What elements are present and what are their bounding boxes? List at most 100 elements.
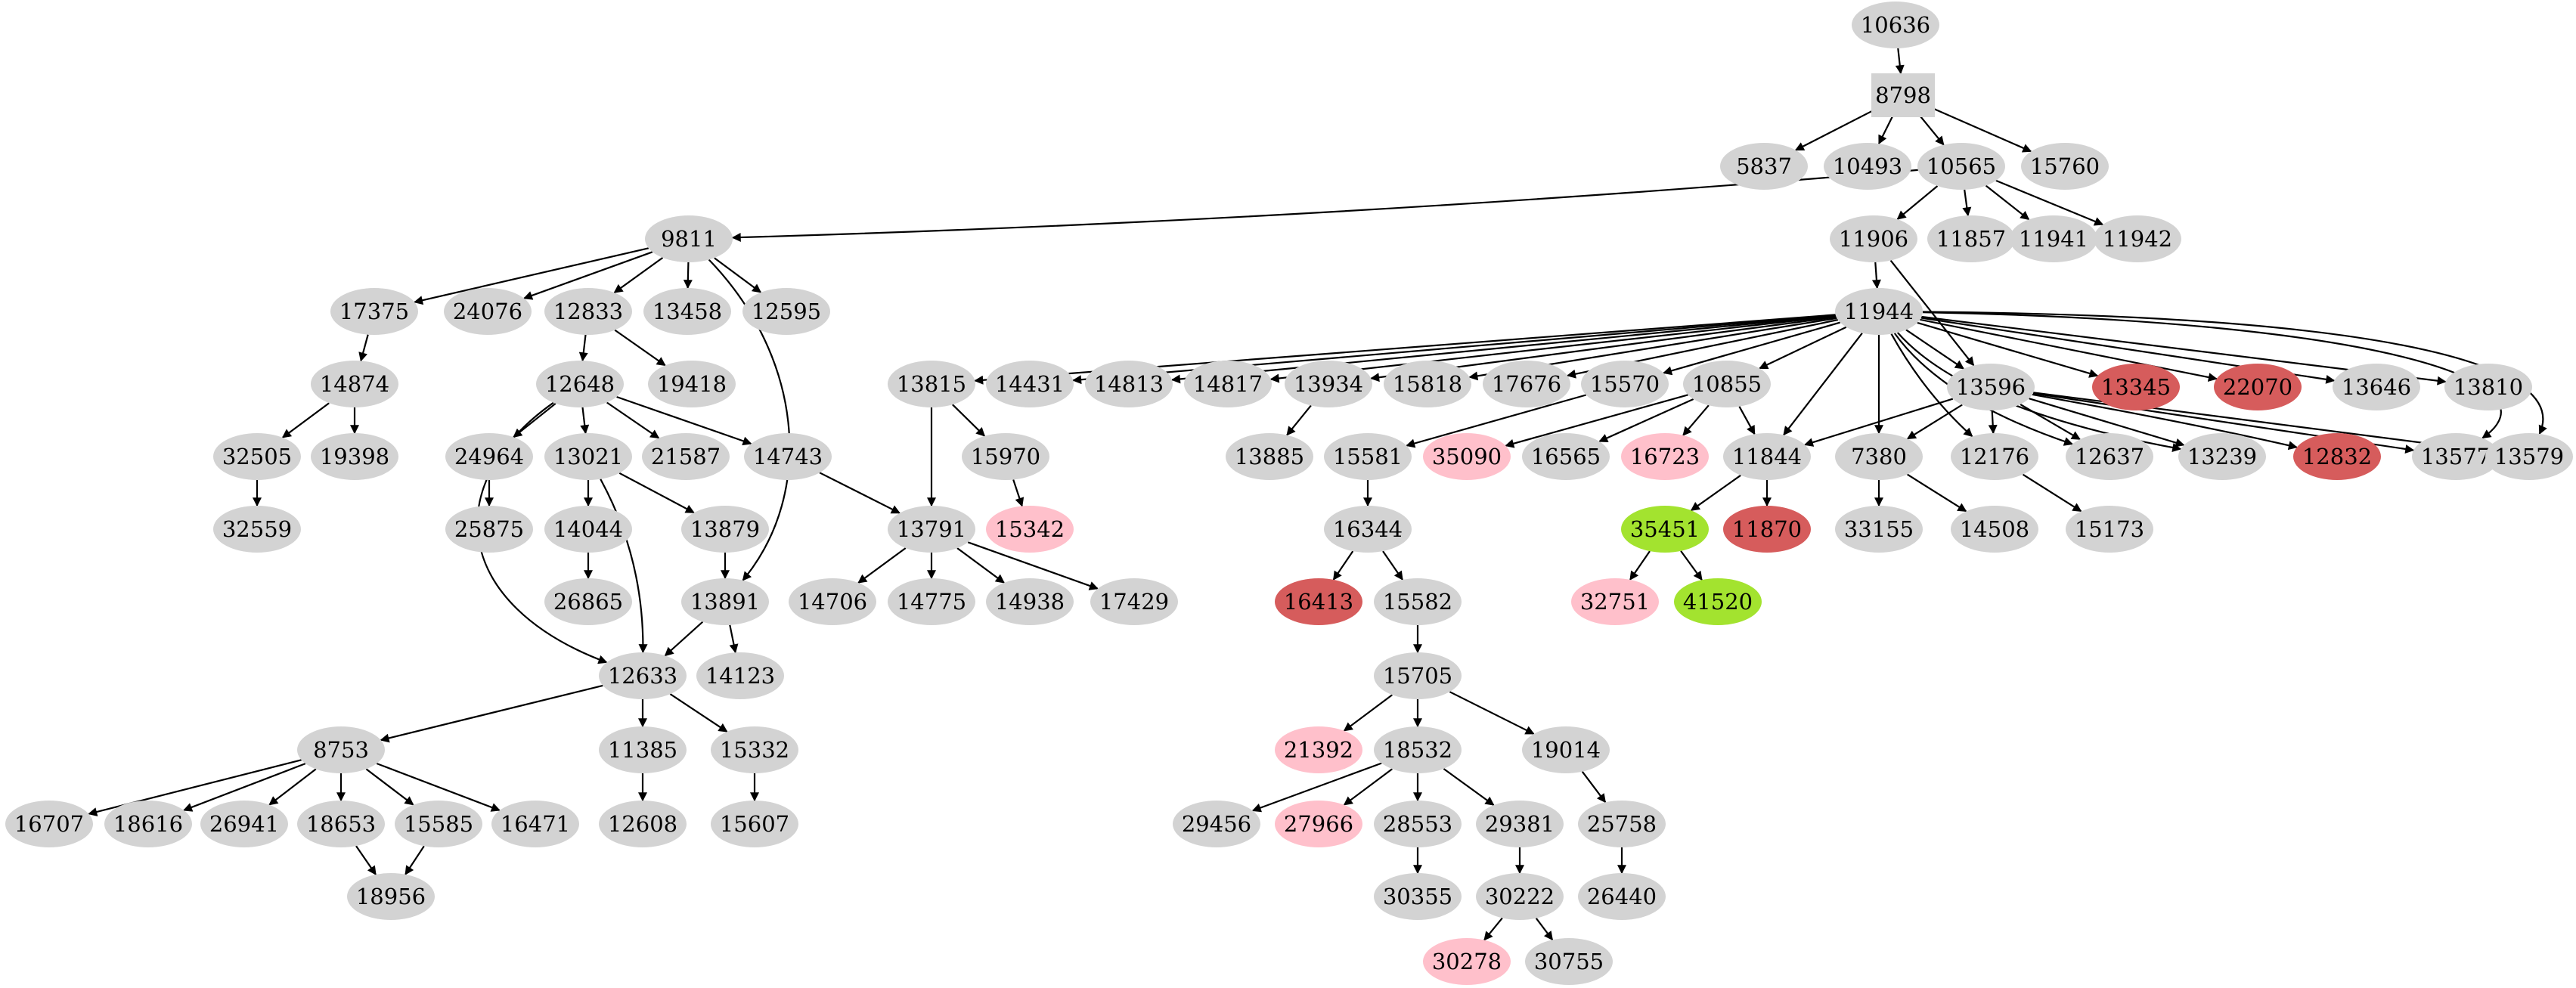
graph-node-15173[interactable]: 15173 (2066, 506, 2153, 553)
graph-node-28553[interactable]: 28553 (1374, 801, 1462, 847)
graph-node-18653[interactable]: 18653 (297, 801, 385, 847)
graph-node-5837[interactable]: 5837 (1720, 143, 1808, 190)
graph-node-14706[interactable]: 14706 (789, 578, 876, 625)
graph-node-14431[interactable]: 14431 (986, 361, 1074, 407)
graph-node-15760[interactable]: 15760 (2021, 143, 2109, 190)
graph-node-14123[interactable]: 14123 (696, 652, 784, 699)
graph-node-13879[interactable]: 13879 (681, 506, 769, 553)
graph-node-12176[interactable]: 12176 (1951, 433, 2038, 480)
graph-node-32559[interactable]: 32559 (213, 506, 301, 553)
graph-node-12595[interactable]: 12595 (742, 288, 830, 335)
graph-node-15705[interactable]: 15705 (1374, 652, 1462, 699)
graph-node-13934[interactable]: 13934 (1285, 361, 1372, 407)
graph-node-12833[interactable]: 12833 (544, 288, 632, 335)
graph-node-30278[interactable]: 30278 (1423, 938, 1511, 985)
graph-node-8798[interactable]: 8798 (1871, 73, 1935, 117)
graph-node-21392[interactable]: 21392 (1275, 726, 1362, 773)
graph-node-12633[interactable]: 12633 (599, 652, 687, 699)
graph-node-24076[interactable]: 24076 (444, 288, 532, 335)
graph-node-19014[interactable]: 19014 (1522, 726, 1610, 773)
graph-node-13646[interactable]: 13646 (2333, 364, 2420, 410)
graph-node-10855[interactable]: 10855 (1683, 361, 1771, 407)
graph-node-14817[interactable]: 14817 (1184, 361, 1272, 407)
graph-node-14775[interactable]: 14775 (888, 578, 975, 625)
graph-node-15970[interactable]: 15970 (962, 433, 1049, 480)
graph-node-11906[interactable]: 11906 (1830, 215, 1917, 262)
graph-node-14874[interactable]: 14874 (311, 361, 398, 407)
graph-node-12608[interactable]: 12608 (599, 801, 687, 847)
graph-node-30755[interactable]: 30755 (1525, 938, 1613, 985)
graph-node-30222[interactable]: 30222 (1476, 873, 1564, 920)
graph-node-26440[interactable]: 26440 (1578, 873, 1666, 920)
graph-node-11844[interactable]: 11844 (1723, 433, 1811, 480)
graph-node-13791[interactable]: 13791 (888, 506, 975, 553)
graph-node-15342[interactable]: 15342 (986, 506, 1074, 553)
graph-node-18956[interactable]: 18956 (347, 873, 435, 920)
graph-node-15332[interactable]: 15332 (711, 726, 798, 773)
graph-node-12832[interactable]: 12832 (2293, 433, 2381, 480)
graph-node-7380[interactable]: 7380 (1835, 433, 1923, 480)
graph-node-13815[interactable]: 13815 (888, 361, 975, 407)
graph-node-11944[interactable]: 11944 (1835, 288, 1923, 335)
graph-node-16413[interactable]: 16413 (1275, 578, 1362, 625)
graph-node-35451[interactable]: 35451 (1621, 506, 1709, 553)
graph-node-26941[interactable]: 26941 (200, 801, 288, 847)
graph-node-25758[interactable]: 25758 (1578, 801, 1666, 847)
graph-node-18532[interactable]: 18532 (1374, 726, 1462, 773)
graph-node-9811[interactable]: 9811 (645, 215, 733, 262)
graph-node-15818[interactable]: 15818 (1384, 361, 1471, 407)
graph-node-17676[interactable]: 17676 (1483, 361, 1570, 407)
graph-node-25875[interactable]: 25875 (445, 506, 533, 553)
graph-node-13345[interactable]: 13345 (2092, 364, 2180, 410)
graph-node-14938[interactable]: 14938 (986, 578, 1074, 625)
graph-node-15582[interactable]: 15582 (1374, 578, 1462, 625)
graph-node-13891[interactable]: 13891 (681, 578, 769, 625)
graph-node-13239[interactable]: 13239 (2178, 433, 2266, 480)
graph-node-13021[interactable]: 13021 (544, 433, 632, 480)
graph-node-13579[interactable]: 13579 (2485, 433, 2573, 480)
graph-node-19398[interactable]: 19398 (311, 433, 398, 480)
graph-node-22070[interactable]: 22070 (2214, 364, 2302, 410)
graph-node-13577[interactable]: 13577 (2412, 433, 2500, 480)
graph-node-12648[interactable]: 12648 (536, 361, 624, 407)
graph-node-14508[interactable]: 14508 (1951, 506, 2038, 553)
graph-node-16471[interactable]: 16471 (491, 801, 579, 847)
graph-node-11870[interactable]: 11870 (1723, 506, 1811, 553)
graph-node-11942[interactable]: 11942 (2094, 215, 2181, 262)
graph-node-12637[interactable]: 12637 (2066, 433, 2153, 480)
graph-node-30355[interactable]: 30355 (1374, 873, 1462, 920)
graph-node-17429[interactable]: 17429 (1090, 578, 1178, 625)
graph-node-13885[interactable]: 13885 (1226, 433, 1313, 480)
graph-node-15585[interactable]: 15585 (395, 801, 482, 847)
graph-node-16565[interactable]: 16565 (1522, 433, 1610, 480)
graph-node-29381[interactable]: 29381 (1476, 801, 1564, 847)
graph-node-41520[interactable]: 41520 (1674, 578, 1762, 625)
graph-node-10636[interactable]: 10636 (1852, 2, 1939, 48)
graph-node-13810[interactable]: 13810 (2444, 364, 2532, 410)
graph-node-14044[interactable]: 14044 (544, 506, 632, 553)
graph-node-27966[interactable]: 27966 (1275, 801, 1362, 847)
graph-node-32505[interactable]: 32505 (213, 433, 301, 480)
graph-node-16723[interactable]: 16723 (1621, 433, 1709, 480)
graph-node-19418[interactable]: 19418 (648, 361, 736, 407)
graph-node-35090[interactable]: 35090 (1423, 433, 1511, 480)
graph-node-15607[interactable]: 15607 (711, 801, 798, 847)
graph-node-29456[interactable]: 29456 (1173, 801, 1260, 847)
graph-node-14813[interactable]: 14813 (1085, 361, 1173, 407)
graph-node-33155[interactable]: 33155 (1835, 506, 1923, 553)
graph-node-11857[interactable]: 11857 (1927, 215, 2015, 262)
graph-node-26865[interactable]: 26865 (544, 578, 632, 625)
graph-node-32751[interactable]: 32751 (1571, 578, 1659, 625)
graph-node-16707[interactable]: 16707 (5, 801, 93, 847)
graph-node-24964[interactable]: 24964 (445, 433, 533, 480)
graph-node-16344[interactable]: 16344 (1324, 506, 1412, 553)
graph-node-18616[interactable]: 18616 (104, 801, 192, 847)
graph-node-11941[interactable]: 11941 (2010, 215, 2097, 262)
graph-node-13596[interactable]: 13596 (1947, 364, 2035, 410)
graph-node-15570[interactable]: 15570 (1581, 361, 1669, 407)
graph-node-17375[interactable]: 17375 (330, 288, 418, 335)
graph-node-10493[interactable]: 10493 (1824, 143, 1911, 190)
graph-node-8753[interactable]: 8753 (297, 726, 385, 773)
graph-node-21587[interactable]: 21587 (642, 433, 730, 480)
graph-node-11385[interactable]: 11385 (599, 726, 687, 773)
